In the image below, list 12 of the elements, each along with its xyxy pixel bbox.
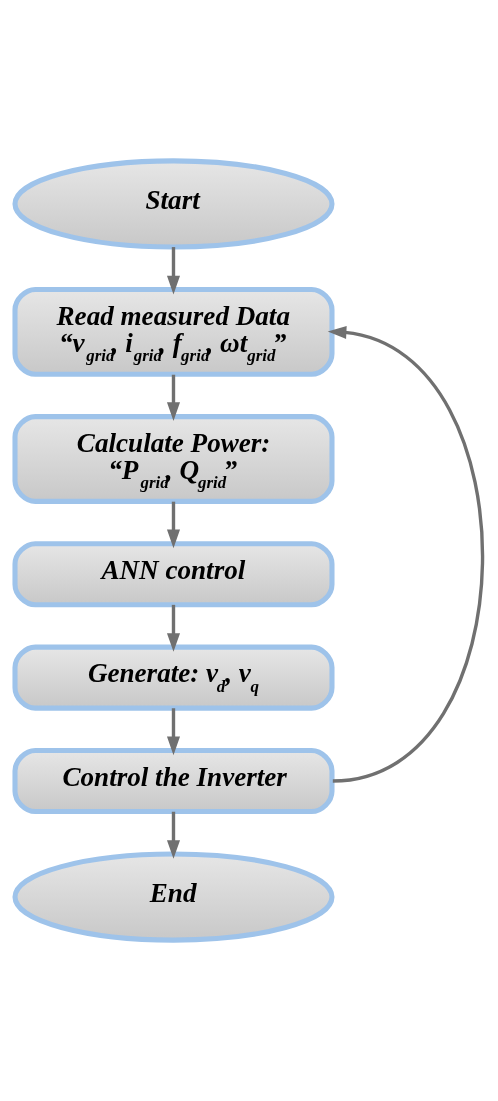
node-box: Generate: v$_{d}$, v$_{q}$ <box>12 644 335 711</box>
arrow <box>166 811 181 859</box>
arrow <box>166 247 181 295</box>
node-ellipse: End <box>12 851 335 943</box>
node-box: Control the Inverter <box>12 747 335 815</box>
node-box: ANN control <box>12 541 335 608</box>
arrow <box>166 604 181 652</box>
arrow <box>166 501 181 549</box>
arrow <box>166 708 181 756</box>
arrow <box>327 325 484 783</box>
arrow <box>166 374 181 421</box>
node-ellipse: Start <box>12 158 335 250</box>
